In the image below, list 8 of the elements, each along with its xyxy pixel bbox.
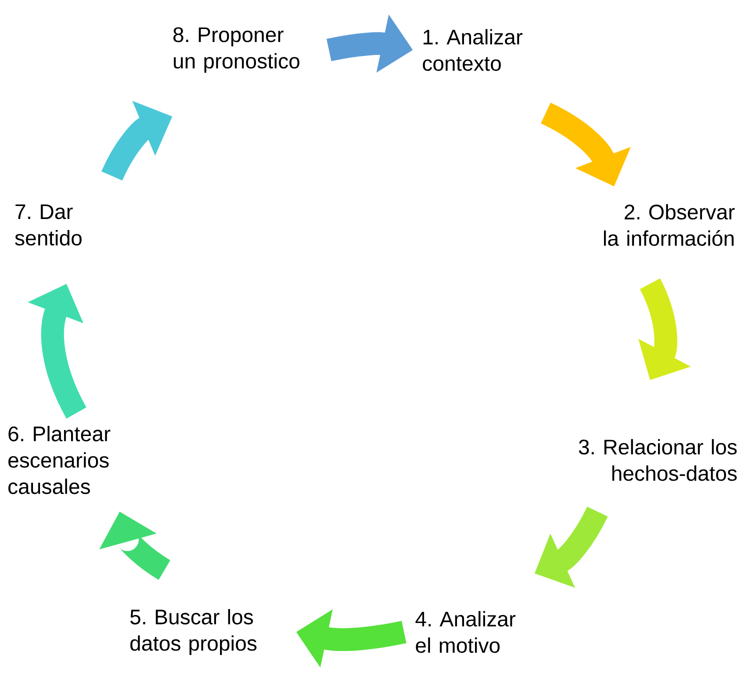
- step-label: 7. Dar sentido: [15, 204, 82, 246]
- step-label: 4. Analizar el motivo: [416, 611, 516, 653]
- step-label: 5. Buscar los datos propios: [130, 609, 256, 655]
- step-label: 2. Observar la información: [604, 204, 735, 246]
- step-label: 6. Plantear escenarios causales: [8, 426, 110, 494]
- step-label: 1. Analizar contexto: [422, 29, 522, 71]
- step-label: 8. Proponer un pronostico: [173, 27, 300, 73]
- step-label: 3. Relacionar los hechos-datos: [578, 439, 737, 481]
